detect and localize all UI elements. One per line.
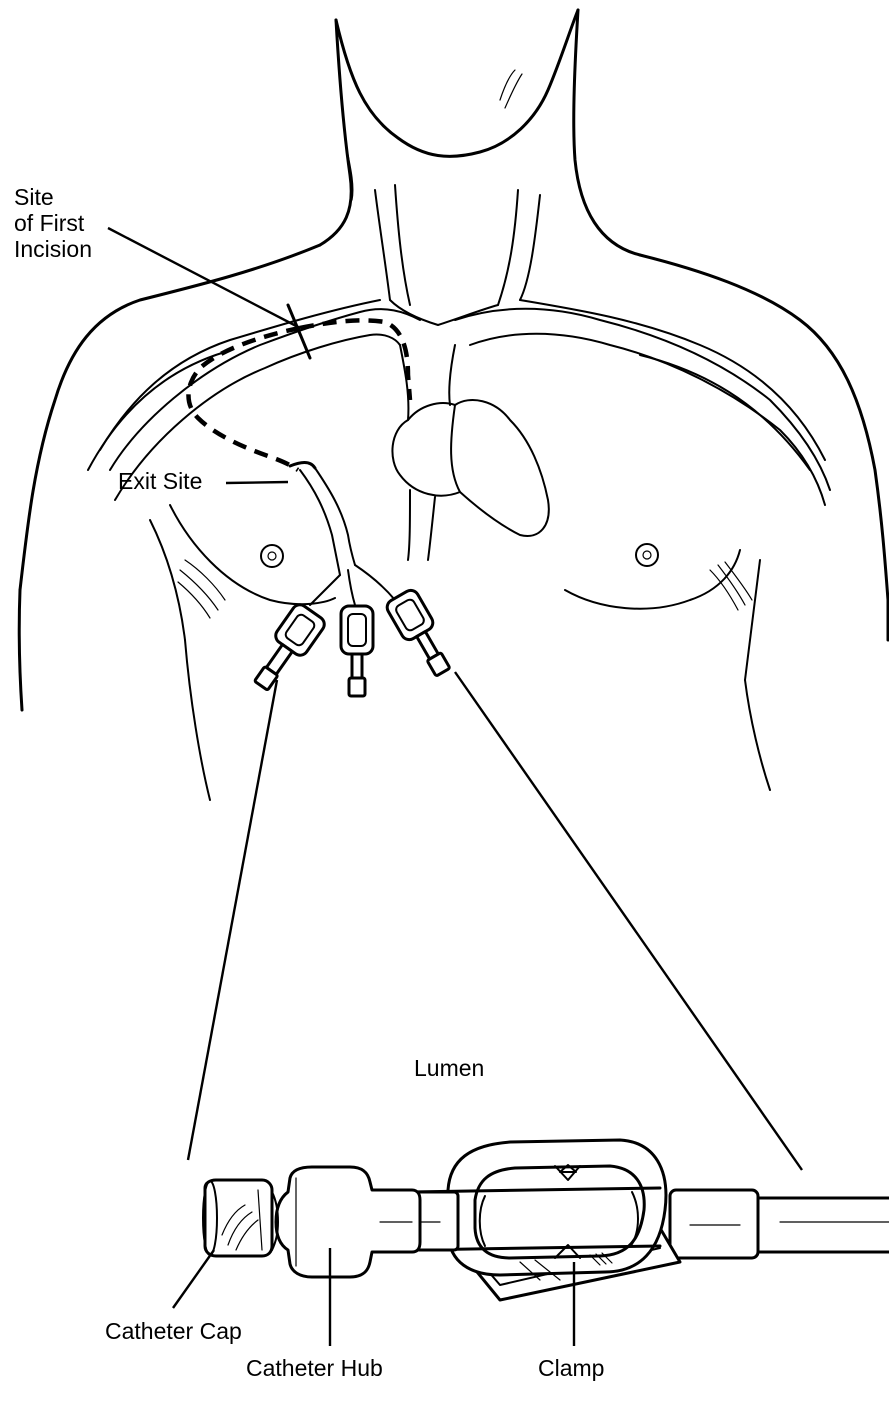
site-label-line3: Incision [14,236,92,262]
external-catheter [290,463,395,606]
torso-outline [19,10,888,710]
site-label-line2: of First [14,210,92,236]
lumen-detail [203,1140,889,1300]
clamp-label: Clamp [538,1355,604,1381]
chest [150,505,770,800]
exit-site-label: Exit Site [118,468,202,494]
site-label-line1: Site [14,184,92,210]
catheter-tunnel-path [188,305,410,470]
catheter-cap-label: Catheter Cap [105,1318,242,1344]
collarbones [88,70,825,470]
zoom-leader-lines [188,672,802,1170]
veins-and-heart [110,300,830,560]
chest-clamps [246,587,457,696]
lumen-label: Lumen [414,1055,484,1081]
site-of-first-incision-label: Site of First Incision [14,184,92,262]
catheter-hub-label: Catheter Hub [246,1355,383,1381]
